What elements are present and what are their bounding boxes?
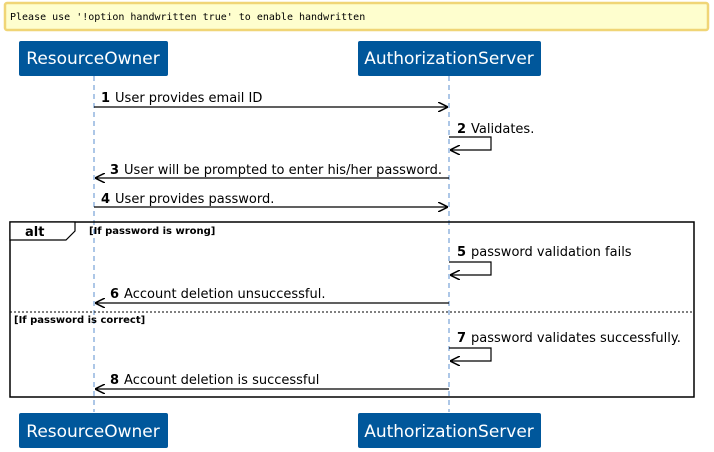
participant-label: AuthorizationServer xyxy=(364,49,534,69)
message-5: 5 password validation fails xyxy=(449,245,632,275)
self-arrow xyxy=(449,136,492,150)
alt-label: alt xyxy=(25,225,44,240)
participant-resource-owner-top: ResourceOwner xyxy=(19,41,168,76)
message-text: password validates successfully. xyxy=(471,331,681,346)
participant-authorization-server-bottom: AuthorizationServer xyxy=(358,413,541,448)
message-number: 6 xyxy=(110,287,119,302)
message-8: 8 Account deletion is successful xyxy=(96,373,449,389)
message-number: 3 xyxy=(110,163,119,178)
message-text: User provides password. xyxy=(115,192,274,207)
note-box xyxy=(3,1,710,32)
note-text: Please use '!option handwritten true' to… xyxy=(10,12,365,23)
alt-guard-2: [If password is correct] xyxy=(14,315,145,326)
message-6: 6 Account deletion unsuccessful. xyxy=(96,287,449,303)
alt-guard-1: [If password is wrong] xyxy=(89,226,215,237)
message-number: 7 xyxy=(457,331,466,346)
message-text: Account deletion unsuccessful. xyxy=(124,287,325,302)
participant-resource-owner-bottom: ResourceOwner xyxy=(19,413,168,448)
message-text: User provides email ID xyxy=(115,91,262,106)
message-2: 2 Validates. xyxy=(449,122,534,150)
self-arrow xyxy=(449,261,492,275)
message-number: 2 xyxy=(457,122,466,137)
message-7: 7 password validates successfully. xyxy=(449,331,681,361)
alt-tab xyxy=(9,221,76,241)
message-text: password validation fails xyxy=(471,245,632,260)
participant-box xyxy=(358,413,541,448)
warning-note: Please use '!option handwritten true' to… xyxy=(3,1,710,32)
message-number: 8 xyxy=(110,373,119,388)
alt-frame xyxy=(9,221,695,398)
participant-authorization-server-top: AuthorizationServer xyxy=(358,41,541,76)
message-3: 3 User will be prompted to enter his/her … xyxy=(96,163,449,178)
message-number: 5 xyxy=(457,245,466,260)
message-4: 4 User provides password. xyxy=(94,192,447,207)
participant-label: ResourceOwner xyxy=(26,422,159,442)
message-text: User will be prompted to enter his/her p… xyxy=(124,163,442,178)
message-text: Account deletion is successful xyxy=(124,373,319,388)
message-number: 1 xyxy=(101,91,110,106)
participant-label: AuthorizationServer xyxy=(364,422,534,442)
alt-fragment: alt [If password is wrong] [If password … xyxy=(9,221,695,398)
self-arrow xyxy=(449,347,492,361)
participant-box xyxy=(19,413,168,448)
message-number: 4 xyxy=(101,192,110,207)
participant-box xyxy=(19,41,168,76)
participant-box xyxy=(358,41,541,76)
message-text: Validates. xyxy=(471,122,534,137)
participant-label: ResourceOwner xyxy=(26,49,159,69)
message-1: 1 User provides email ID xyxy=(94,91,447,107)
